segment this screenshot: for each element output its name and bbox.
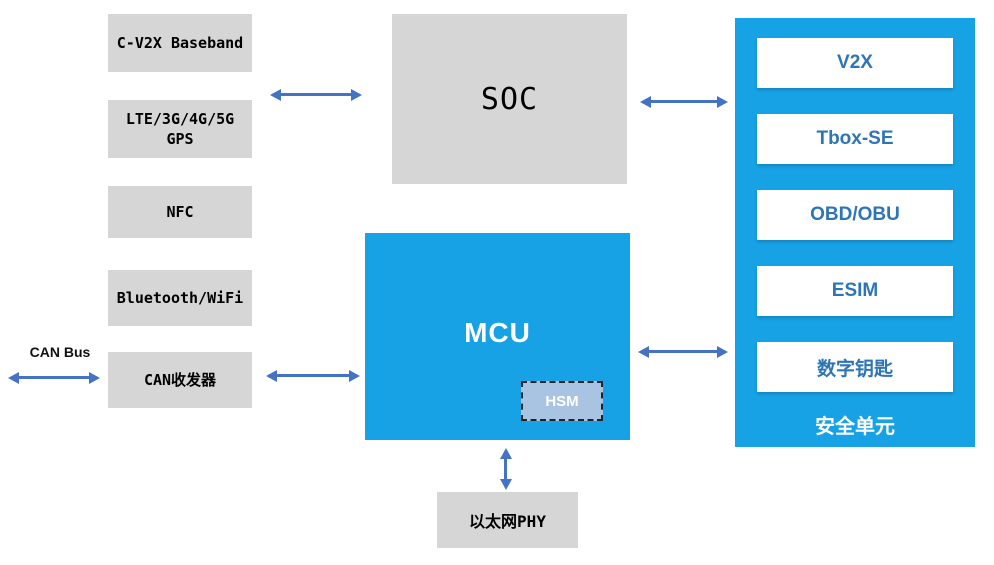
module-box-cv2x-baseband: C-V2X Baseband [108,14,252,72]
module-box-bluetooth-wifi: Bluetooth/WiFi [108,270,252,326]
can-bus-label: CAN Bus [29,344,91,360]
module-box-lte-gps: LTE/3G/4G/5G GPS [108,100,252,158]
mcu-label: MCU [464,317,531,348]
arrow-canbus-external [18,376,90,379]
security-item-v2x: V2X [757,38,953,88]
arrow-mcu-security [648,350,718,353]
security-item-esim: ESIM [757,266,953,316]
security-panel-title: 安全单元 [815,416,895,438]
arrow-modules-soc [280,93,352,96]
module-box-nfc: NFC [108,186,252,238]
security-item-digital-key: 数字钥匙 [757,342,953,392]
mcu-box: MCU HSM [365,233,630,440]
hsm-box: HSM [521,381,603,421]
arrow-mcu-phy [504,458,507,480]
security-item-tbox-se: Tbox-SE [757,114,953,164]
arrow-can-mcu [276,374,350,377]
arrow-soc-security [650,100,718,103]
soc-box: SOC [392,14,627,184]
security-unit-panel: V2X Tbox-SE OBD/OBU ESIM 数字钥匙 安全单元 [735,18,975,447]
module-box-can-transceiver: CAN收发器 [108,352,252,408]
security-item-obd-obu: OBD/OBU [757,190,953,240]
ethernet-phy-box: 以太网PHY [437,492,578,548]
